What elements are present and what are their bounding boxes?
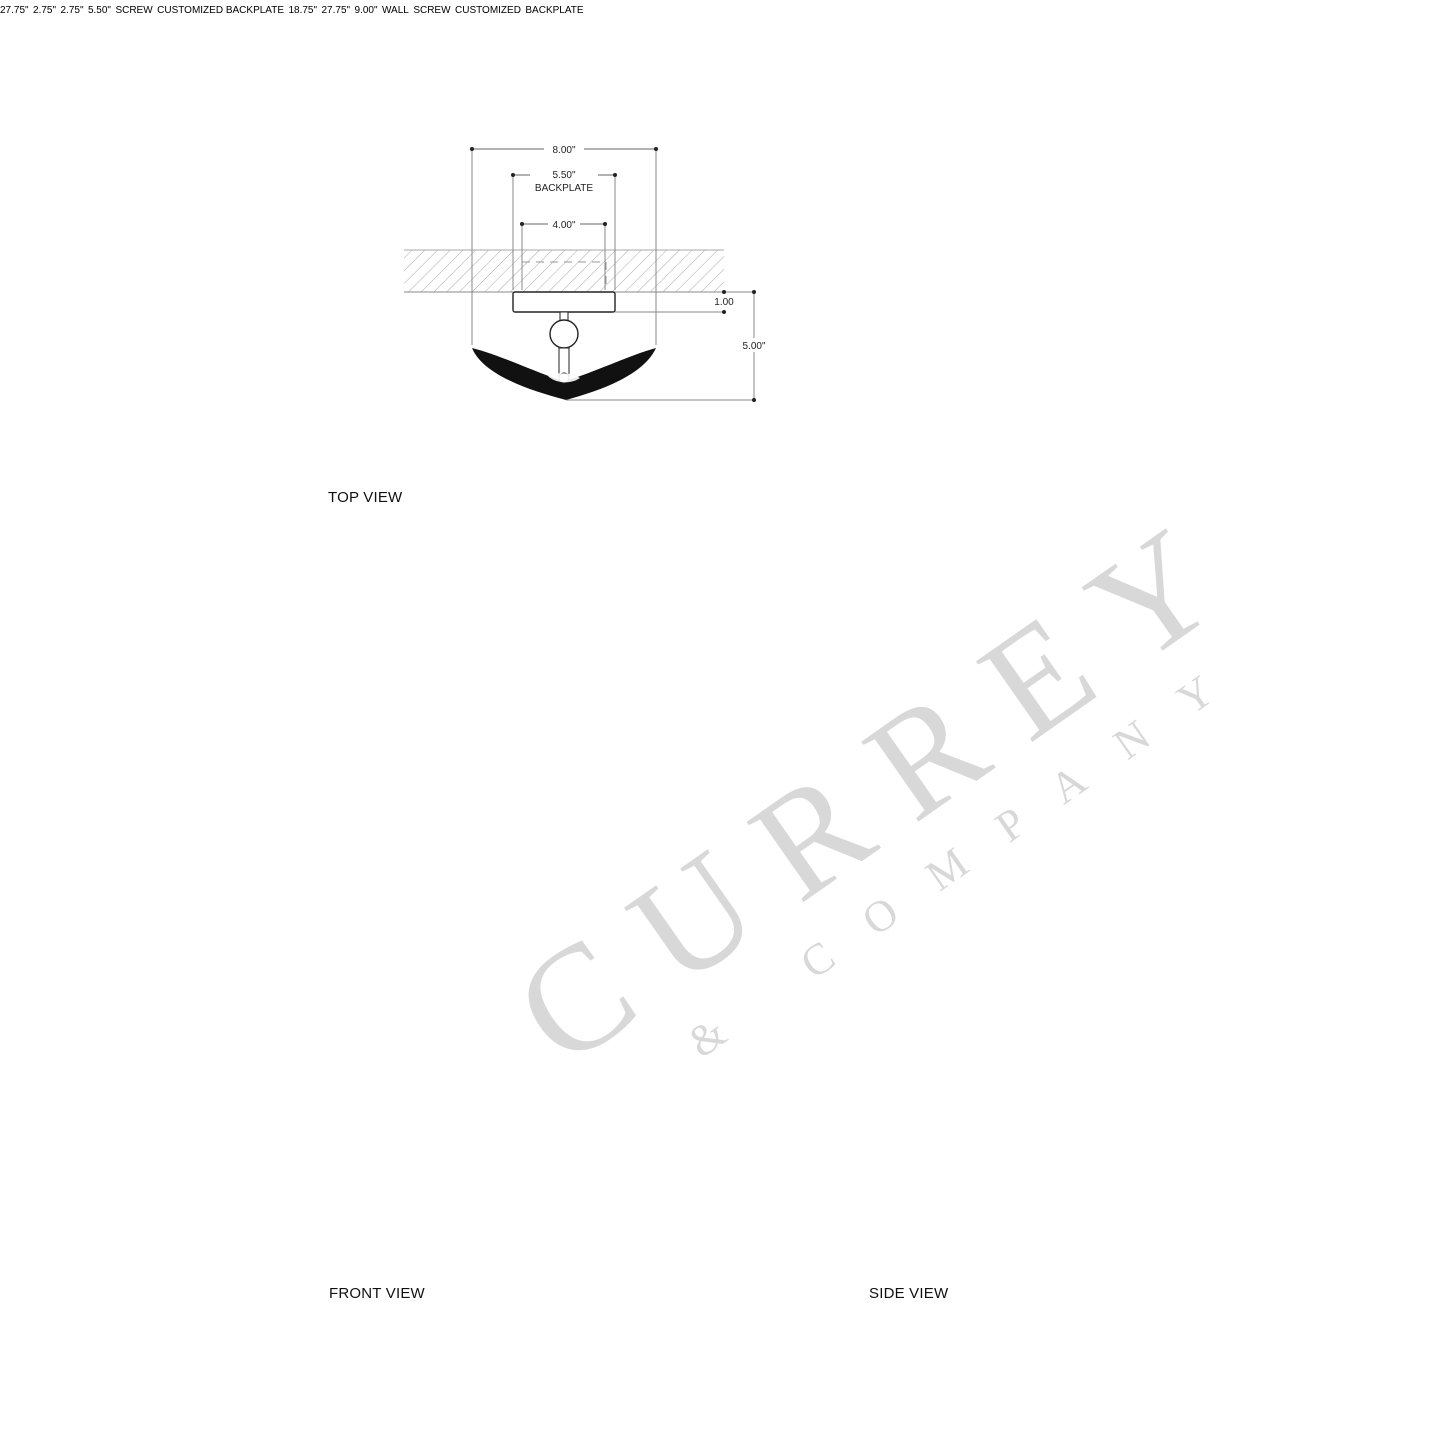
dim-top-overall-depth: 5.00" <box>742 341 765 352</box>
dim-side-overall-height: 27.75" <box>321 5 351 16</box>
front-view: 27.75" 2.75" 2.75" 5.50" SCREW CUSTOMIZE… <box>0 0 288 17</box>
front-screw-left: 27.75" 2.75" 2.75" 5.50" SCREW CUSTOMIZE… <box>0 0 288 17</box>
top-view: 8.00" 5.50" BACKPLATE 4.00" 1.00 5.00" <box>404 145 772 402</box>
side-screw-bottom: 18.75" 27.75" 9.00" WALL SCREW CUSTOMIZE… <box>288 0 583 17</box>
callout-side-backplate-line1: CUSTOMIZED <box>455 5 521 16</box>
top-wall-hatch <box>404 250 724 292</box>
top-backplate <box>512 291 616 313</box>
dim-front-overall-height: 27.75" <box>0 5 29 16</box>
watermark: CURREY & COMPANY <box>487 475 1277 1098</box>
dim-side-upper: 18.75" <box>288 5 318 16</box>
callout-front-backplate: CUSTOMIZED BACKPLATE <box>157 5 284 16</box>
front-midrib: 27.75" 2.75" 2.75" 5.50" SCREW CUSTOMIZE… <box>0 0 288 17</box>
dim-top-backplate-label: BACKPLATE <box>535 183 593 194</box>
dim-top-backplate-width: 5.50" <box>552 170 575 181</box>
dim-top-backplate-depth: 1.00 <box>714 297 734 308</box>
top-ball-joint <box>549 319 579 349</box>
dim-front-backplate-height: 5.50" <box>87 5 111 16</box>
front-leaf-outline: 27.75" 2.75" 2.75" 5.50" SCREW CUSTOMIZE… <box>0 0 288 17</box>
callout-front-screw: SCREW <box>115 5 153 16</box>
front-screw-right: 27.75" 2.75" 2.75" 5.50" SCREW CUSTOMIZE… <box>0 0 288 17</box>
side-view: 18.75" 27.75" 9.00" WALL SCREW CUSTOMIZE… <box>288 0 583 17</box>
side-backplate: 18.75" 27.75" 9.00" WALL SCREW CUSTOMIZE… <box>288 0 583 17</box>
callout-side-screw: SCREW <box>413 5 451 16</box>
front-customized-backplate: 27.75" 2.75" 2.75" 5.50" SCREW CUSTOMIZE… <box>0 0 288 17</box>
callout-side-backplate-line2: BACKPLATE <box>525 5 584 16</box>
dim-side-lower: 9.00" <box>354 5 378 16</box>
side-leaf-profile: 18.75" 27.75" 9.00" WALL SCREW CUSTOMIZE… <box>288 0 583 17</box>
front-stem: 27.75" 2.75" 2.75" 5.50" SCREW CUSTOMIZE… <box>0 0 288 17</box>
dim-top-mount-width: 4.00" <box>552 220 575 231</box>
side-screw-top: 18.75" 27.75" 9.00" WALL SCREW CUSTOMIZE… <box>288 0 583 17</box>
top-leaf-silhouette <box>472 348 656 400</box>
dim-top-overall-width: 8.00" <box>552 145 575 156</box>
title-top-view: TOP VIEW <box>328 489 403 506</box>
side-wall-hatch: 18.75" 27.75" 9.00" WALL SCREW CUSTOMIZE… <box>288 0 583 17</box>
title-front-view: FRONT VIEW <box>329 1285 425 1302</box>
watermark-main: CURREY <box>487 475 1277 1098</box>
title-side-view: SIDE VIEW <box>869 1285 949 1302</box>
dim-front-upper-half: 2.75" <box>33 5 57 16</box>
dim-front-lower-half: 2.75" <box>60 5 84 16</box>
callout-side-wall: WALL <box>381 5 409 16</box>
